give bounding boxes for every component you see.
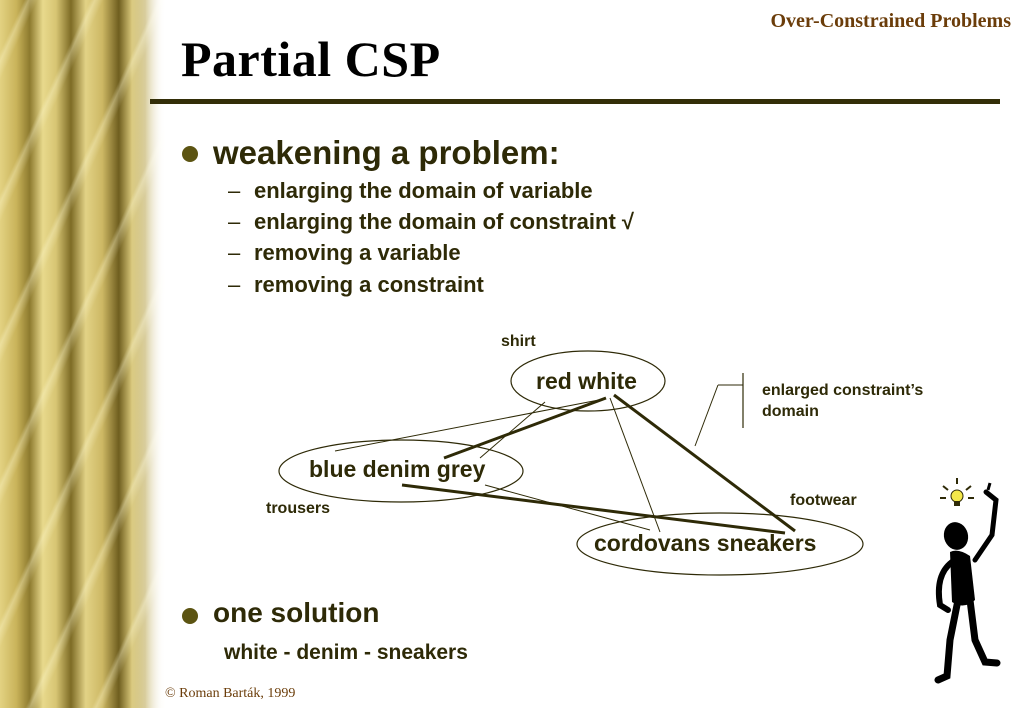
trousers-domain-ellipse: [278, 439, 524, 503]
dash-icon: –: [228, 178, 241, 203]
edge-white-blue: [334, 398, 605, 452]
variable-label-footwear: footwear: [790, 492, 857, 509]
title-rule: [150, 99, 1000, 104]
footwear-domain-values: cordovans sneakers: [594, 530, 817, 556]
subitem-remove-constraint: –removing a constraint: [228, 272, 484, 298]
subitem-text: removing a constraint: [254, 272, 484, 297]
bullet-icon: [182, 146, 198, 162]
trousers-domain-values: blue denim grey: [309, 456, 486, 482]
copyright-footer: © Roman Barták, 1999: [165, 686, 296, 701]
annotation-line-1: enlarged constraint’s: [762, 382, 924, 399]
subitem-remove-variable: –removing a variable: [228, 240, 461, 266]
edge-white-cordovans: [609, 397, 661, 533]
dash-icon: –: [228, 272, 241, 297]
subitem-text: removing a variable: [254, 240, 461, 265]
shirt-domain-ellipse: [510, 350, 666, 412]
edge-denim-sneakers: [401, 483, 786, 535]
bullet-one-solution: one solution: [213, 597, 380, 628]
solution-text: white - denim - sneakers: [224, 641, 468, 664]
dash-icon: –: [228, 240, 241, 265]
edge-red-denim: [479, 401, 546, 459]
subitem-enlarge-constraint-domain: –enlarging the domain of constraint √: [228, 209, 634, 235]
footwear-domain-ellipse: [576, 512, 864, 576]
annotation-line-2: domain: [762, 403, 819, 420]
shirt-domain-values: red white: [536, 368, 637, 394]
variable-label-shirt: shirt: [501, 333, 536, 350]
idea-stick-figure-icon: [934, 478, 1001, 684]
subitem-text: enlarging the domain of variable: [254, 178, 593, 203]
variable-label-trousers: trousers: [266, 500, 331, 517]
dash-icon: –: [228, 209, 241, 234]
subitem-text: enlarging the domain of constraint √: [254, 209, 634, 234]
bullet-weakening: weakening a problem:: [213, 134, 560, 171]
slide-title: Partial CSP: [181, 31, 441, 87]
edge-grey-cordovans: [484, 484, 651, 531]
stripe-fade: [130, 0, 170, 708]
subitem-enlarge-variable-domain: –enlarging the domain of variable: [228, 178, 593, 204]
section-header: Over-Constrained Problems: [770, 10, 1011, 32]
edge-white-denim: [443, 396, 607, 460]
edge-white-sneakers: [613, 393, 796, 533]
bullet-icon: [182, 608, 198, 624]
annotation-enlarged-domain: enlarged constraint’s domain: [762, 380, 923, 422]
annotation-pointer: [694, 384, 719, 447]
